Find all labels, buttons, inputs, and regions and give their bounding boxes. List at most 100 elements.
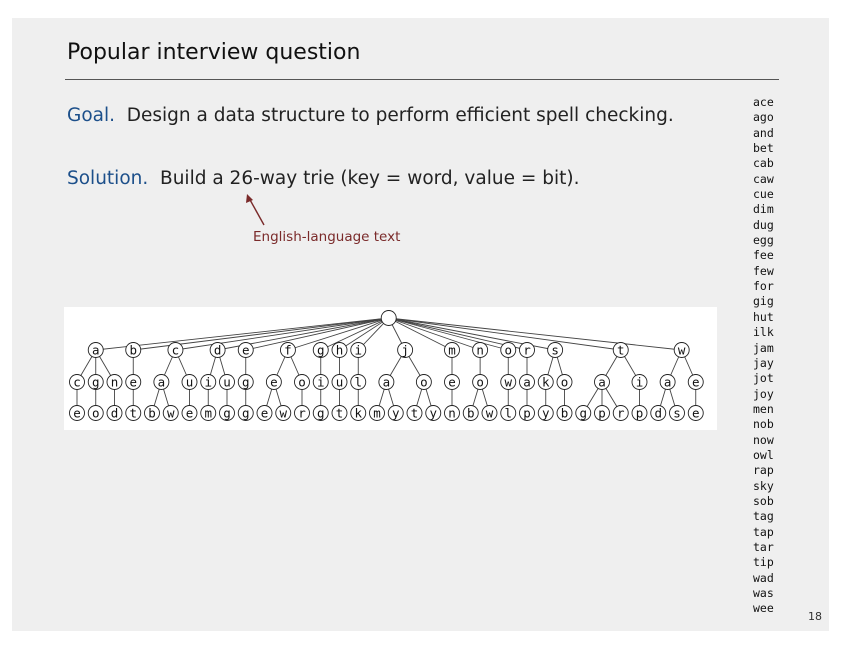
word-list-item: dug — [753, 217, 774, 232]
trie-node-letter: o — [298, 374, 306, 389]
word-list-item: was — [753, 586, 774, 600]
trie-node: e — [237, 342, 254, 358]
word-list-item: owl — [753, 447, 774, 462]
trie-node: a — [594, 374, 610, 390]
trie-node: r — [294, 405, 310, 421]
trie-node-letter: r — [617, 405, 625, 420]
trie-node: i — [350, 342, 367, 358]
trie-edge — [388, 317, 682, 351]
trie-node-letter: g — [317, 342, 325, 357]
trie-node-letter: a — [92, 342, 100, 357]
trie-node-letter: d — [654, 405, 662, 420]
trie-node-letter: i — [354, 342, 362, 357]
trie-node-letter: s — [673, 405, 681, 420]
trie-node-letter: g — [242, 374, 250, 389]
trie-node-letter: l — [354, 374, 362, 389]
trie-edge — [95, 317, 389, 351]
trie-node: d — [106, 405, 123, 421]
trie-node-letter: o — [504, 342, 512, 357]
trie-node-letter: w — [279, 405, 287, 420]
trie-node-letter: t — [129, 405, 137, 420]
word-list-item: men — [753, 401, 774, 416]
trie-node: u — [219, 374, 235, 390]
trie-node: a — [153, 374, 170, 390]
word-list-item: wad — [753, 570, 774, 585]
trie-edge — [175, 317, 389, 351]
trie-node: r — [519, 342, 535, 358]
trie-node-letter: e — [692, 405, 700, 420]
trie-node: a — [87, 342, 104, 358]
trie-node-letter: o — [476, 374, 484, 389]
trie-node: g — [87, 374, 104, 390]
trie-node: m — [444, 342, 460, 358]
trie-node-letter: e — [242, 342, 250, 357]
trie-edge — [388, 317, 621, 351]
trie-node-letter: u — [186, 374, 194, 389]
word-list-item: tar — [753, 539, 774, 554]
trie-node-letter: c — [73, 374, 81, 389]
trie-node-letter: e — [261, 405, 269, 420]
trie-node-letter: h — [336, 342, 344, 357]
word-list-item: tap — [753, 524, 774, 539]
word-list-item: tag — [753, 509, 774, 524]
goal-statement: Goal. Design a data structure to perform… — [67, 105, 674, 126]
word-list-item: rap — [753, 463, 774, 478]
page-number: 18 — [808, 610, 822, 623]
trie-node: e — [256, 405, 273, 421]
trie-node: t — [406, 405, 423, 421]
trie-node: k — [537, 374, 554, 390]
goal-text: Design a data structure to perform effic… — [126, 105, 674, 126]
trie-node: o — [87, 405, 104, 421]
trie-node: m — [369, 405, 385, 421]
trie-node-letter: n — [111, 374, 119, 389]
trie-node: o — [556, 374, 573, 390]
trie-node: g — [237, 405, 254, 421]
trie-node: t — [125, 405, 142, 421]
trie-node: t — [612, 342, 629, 358]
trie-node: o — [472, 374, 489, 390]
trie-node: i — [200, 374, 217, 390]
trie-node: o — [294, 374, 310, 390]
trie-node-letter: k — [354, 405, 362, 420]
word-list-item: dim — [753, 202, 774, 217]
trie-node-letter: l — [504, 405, 512, 420]
trie-node-letter: r — [523, 342, 531, 357]
trie-node: c — [69, 374, 85, 390]
trie-node: t — [331, 405, 348, 421]
trie-node-letter: a — [598, 374, 606, 389]
trie-root-node — [380, 310, 397, 326]
trie-node: g — [219, 405, 235, 421]
trie-node: p — [594, 405, 610, 421]
trie-node-letter: w — [167, 405, 175, 420]
word-list-item: nob — [753, 417, 774, 432]
trie-node: o — [500, 342, 517, 358]
trie-node: y — [425, 405, 442, 421]
word-list-item: sob — [753, 493, 774, 508]
word-list-item: now — [753, 432, 774, 447]
trie-edge — [287, 317, 389, 351]
trie-node-letter: e — [73, 405, 81, 420]
trie-node: b — [462, 405, 479, 421]
trie-node-letter: p — [598, 405, 606, 420]
annotation-label: English-language text — [253, 229, 401, 245]
trie-node: e — [444, 374, 460, 390]
word-list-item: ilk — [753, 325, 774, 340]
trie-edge — [339, 317, 389, 351]
trie-node: r — [612, 405, 629, 421]
trie-node: m — [200, 405, 217, 421]
title-divider — [65, 79, 779, 80]
trie-node-letter: g — [92, 374, 100, 389]
trie-node-letter: a — [383, 374, 391, 389]
word-list-item: gig — [753, 294, 774, 309]
trie-node: n — [444, 405, 460, 421]
word-list-item: bet — [753, 141, 774, 156]
trie-node: w — [673, 342, 690, 358]
trie-node-letter: u — [336, 374, 344, 389]
trie-node: a — [519, 374, 535, 390]
trie-edge — [388, 317, 453, 351]
trie-node-letter: i — [204, 374, 212, 389]
trie-node-letter: i — [317, 374, 325, 389]
word-list-item: cab — [753, 156, 774, 171]
trie-node: b — [125, 342, 142, 358]
